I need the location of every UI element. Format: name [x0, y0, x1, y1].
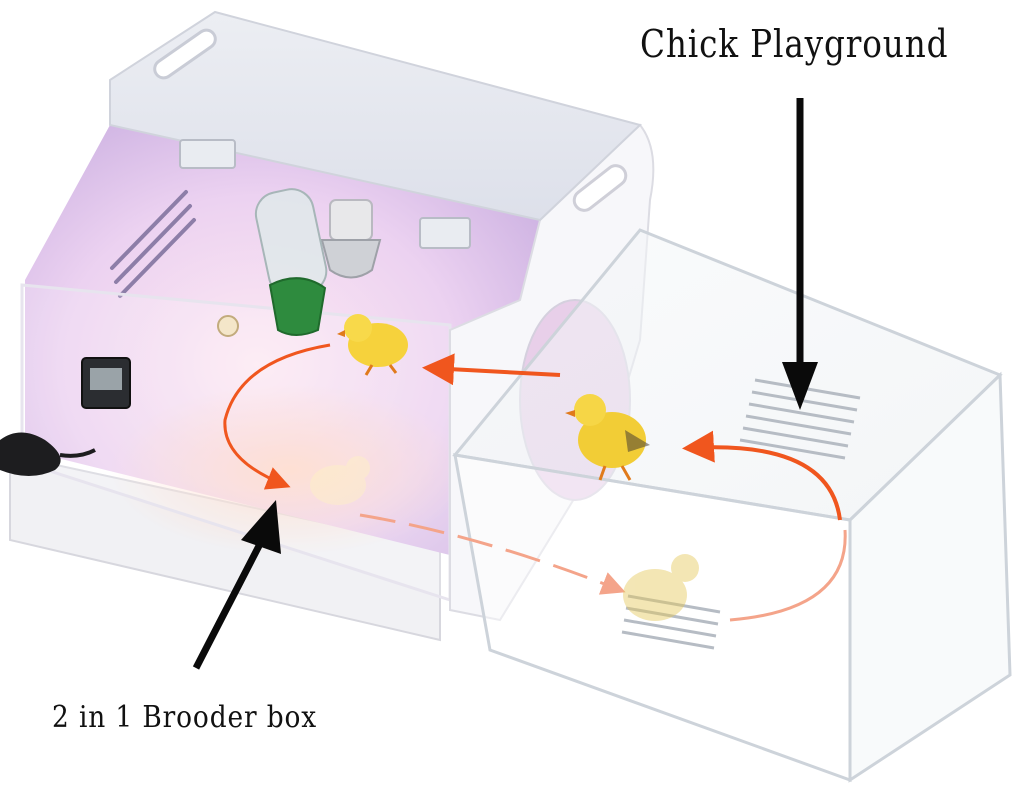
power-cable-icon [0, 432, 96, 476]
chick-icon [337, 314, 408, 376]
side-vents [110, 190, 196, 298]
playground-end [848, 371, 1012, 783]
chick-icon [310, 456, 370, 505]
flow-arrows [223, 343, 847, 622]
digital-thermometer-icon [81, 357, 131, 409]
heat-lamp-icon [320, 199, 382, 279]
lid-handle-slot [153, 28, 217, 80]
playground-front-vents [621, 594, 721, 650]
water-feeder-icon [254, 188, 328, 336]
brooder-lid [109, 10, 642, 222]
lid-hinges [179, 139, 471, 249]
indicator-light [217, 315, 239, 337]
frame-handle-slot [572, 164, 628, 212]
callout-arrow-brooder [192, 500, 281, 670]
chick-icon [565, 394, 650, 481]
callout-arrow-playground [782, 98, 818, 410]
chick-playground-label: Chick Playground [640, 22, 949, 66]
chick-icon [623, 554, 699, 621]
brooder-box-label: 2 in 1 Brooder box [52, 700, 318, 735]
